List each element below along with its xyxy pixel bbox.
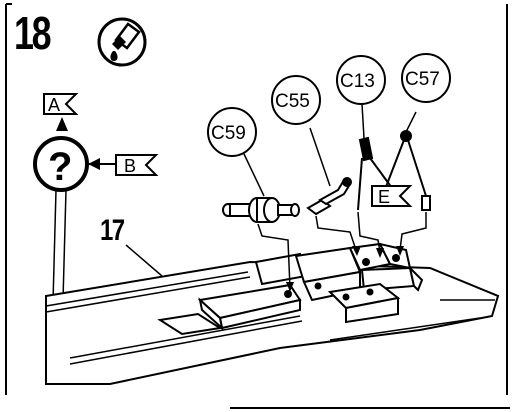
rails — [45, 271, 495, 365]
callout-c55-label: C55 — [275, 91, 310, 112]
glue-tube-icon — [97, 17, 147, 67]
callout-c59-label: C59 — [211, 123, 246, 144]
flag-e-label: E — [378, 187, 390, 207]
callout-c55: C55 — [271, 75, 321, 125]
part-c59 — [222, 197, 300, 223]
callout-c13-label: C13 — [340, 71, 375, 92]
part-c55 — [306, 177, 352, 216]
flag-a: A — [43, 93, 79, 115]
callout-c57-label: C57 — [405, 69, 440, 90]
panel-border — [5, 3, 510, 409]
bench-block — [197, 283, 302, 331]
callout-c13: C13 — [336, 55, 386, 105]
question-mark-icon: ? — [33, 136, 89, 192]
step-number: 18 — [14, 7, 52, 59]
small-plate — [157, 312, 223, 336]
question-mark-text: ? — [48, 145, 72, 189]
flag-b-label: B — [124, 156, 136, 176]
callout-c57: C57 — [401, 53, 451, 103]
callout-c59: C59 — [207, 107, 257, 157]
reference-step-number: 17 — [100, 214, 125, 247]
flag-e: E — [371, 185, 413, 207]
flag-b: B — [115, 154, 159, 176]
center-structure — [254, 242, 424, 324]
flag-a-label: A — [48, 95, 60, 115]
part-c13 — [357, 136, 393, 211]
